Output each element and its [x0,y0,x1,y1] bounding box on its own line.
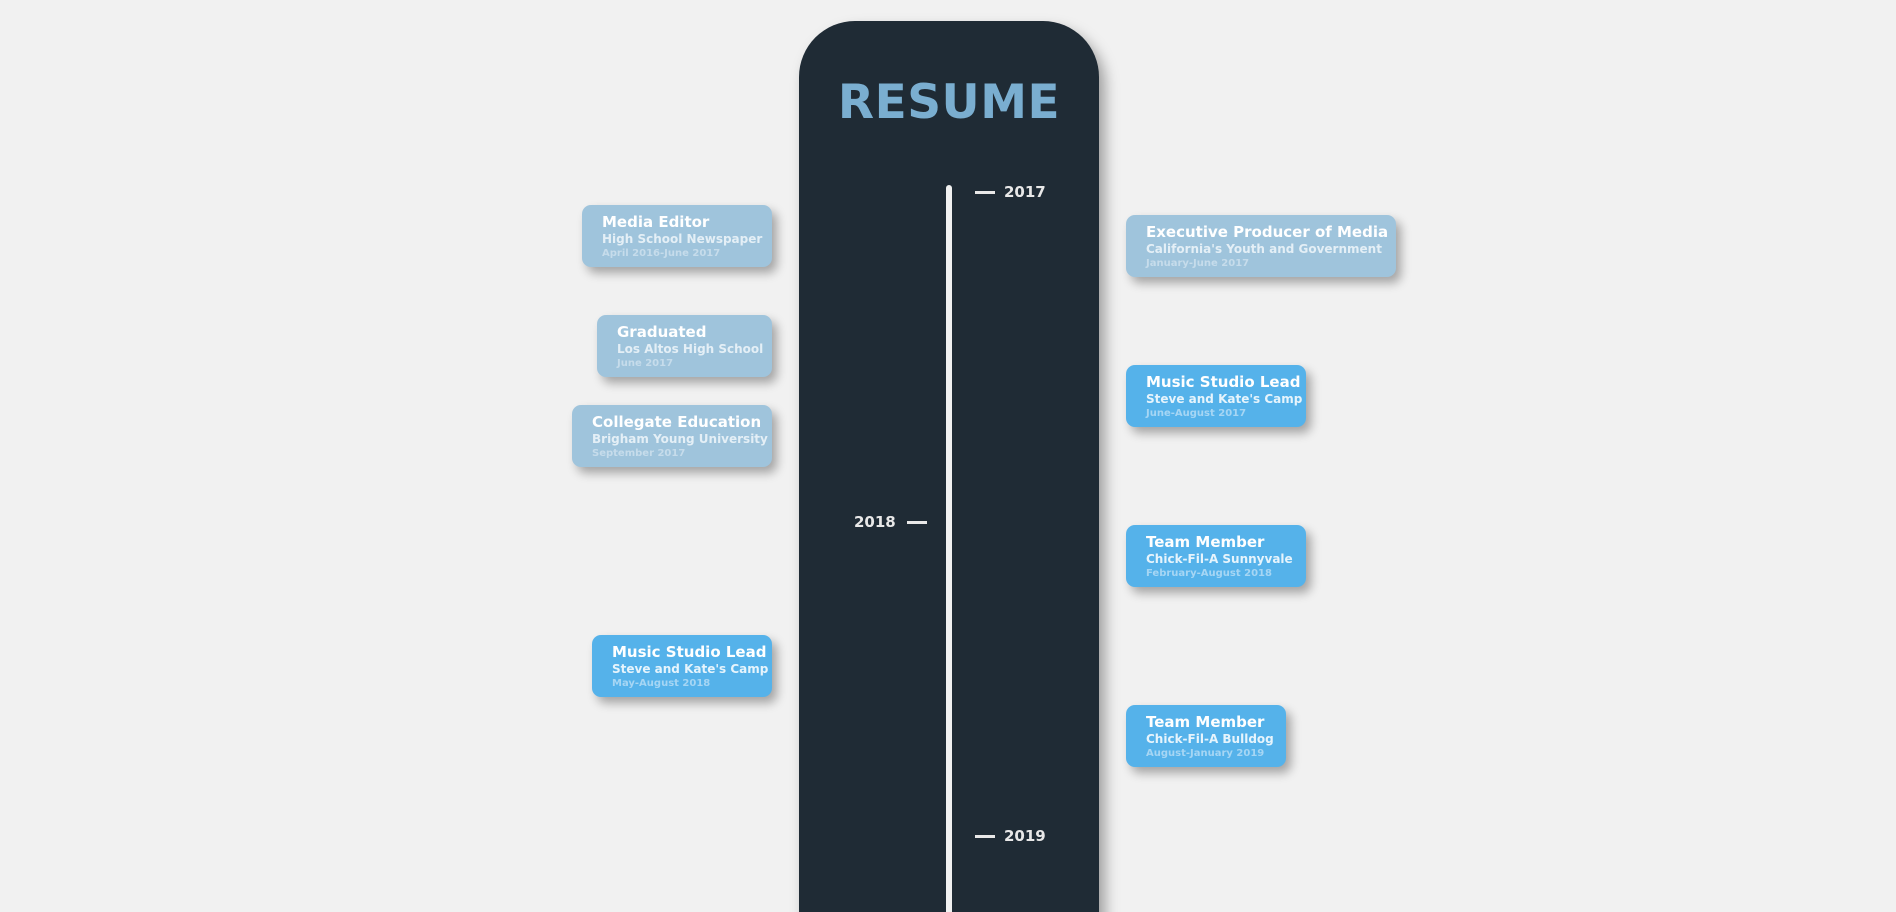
year-tick [906,520,927,524]
card-organization: Steve and Kate's Camp [1146,392,1303,406]
card-role: Graduated [617,323,707,341]
card-organization: Brigham Young University [592,432,768,446]
timeline-card-graduated[interactable]: Graduated Los Altos High School June 201… [597,315,772,377]
year-tick [975,834,995,838]
year-marker-2018: 2018 [854,513,927,531]
card-organization: California's Youth and Government [1146,242,1382,256]
card-organization: Steve and Kate's Camp [612,662,769,676]
card-dates: February-August 2018 [1146,568,1272,579]
timeline-card-team-member-bulldog[interactable]: Team Member Chick-Fil-A Bulldog August-J… [1126,705,1286,767]
timeline-spine [946,185,952,912]
card-role: Music Studio Lead [612,643,767,661]
timeline-card-media-editor[interactable]: Media Editor High School Newspaper April… [582,205,772,267]
card-role: Music Studio Lead [1146,373,1301,391]
year-label: 2018 [854,513,896,531]
card-organization: Los Altos High School [617,342,764,356]
year-tick [975,190,995,194]
card-organization: Chick-Fil-A Sunnyvale [1146,552,1293,566]
card-dates: May-August 2018 [612,678,711,689]
page-title: RESUME [837,75,1061,130]
card-dates: June 2017 [617,358,674,369]
card-role: Team Member [1146,713,1265,731]
year-marker-2019: 2019 [975,827,1046,845]
card-role: Media Editor [602,213,710,231]
year-label: 2019 [1004,827,1046,845]
card-organization: Chick-Fil-A Bulldog [1146,732,1274,746]
card-dates: June-August 2017 [1146,408,1247,419]
card-role: Team Member [1146,533,1265,551]
card-dates: September 2017 [592,448,686,459]
year-marker-2017: 2017 [975,183,1046,201]
timeline-card-team-member-sunnyvale[interactable]: Team Member Chick-Fil-A Sunnyvale Februa… [1126,525,1306,587]
card-dates: January-June 2017 [1146,258,1250,269]
timeline-card-collegate-education[interactable]: Collegate Education Brigham Young Univer… [572,405,772,467]
card-role: Executive Producer of Media [1146,223,1389,241]
year-label: 2017 [1004,183,1046,201]
card-organization: High School Newspaper [602,232,763,246]
card-dates: August-January 2019 [1146,748,1265,759]
timeline-card-music-studio-lead-2017[interactable]: Music Studio Lead Steve and Kate's Camp … [1126,365,1306,427]
card-dates: April 2016-June 2017 [602,248,721,259]
timeline-card-music-studio-lead-2018[interactable]: Music Studio Lead Steve and Kate's Camp … [592,635,772,697]
card-role: Collegate Education [592,413,762,431]
timeline-card-executive-producer[interactable]: Executive Producer of Media California's… [1126,215,1396,277]
